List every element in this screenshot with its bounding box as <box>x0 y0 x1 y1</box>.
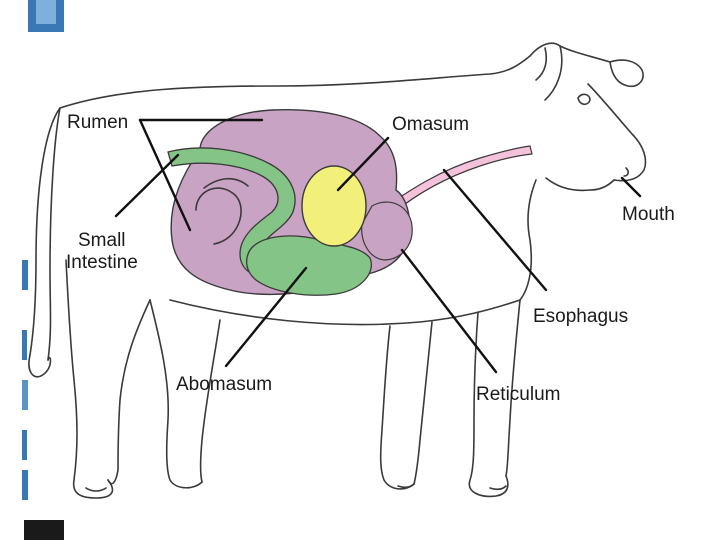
omasum-label: Omasum <box>392 114 469 135</box>
small-intestine-label-line1: Small <box>78 230 126 251</box>
rumen-leader-to-side <box>140 120 190 230</box>
mouth-leader <box>622 178 640 196</box>
abomasum-label: Abomasum <box>176 374 272 395</box>
slide-left-accent <box>22 0 64 540</box>
reticulum-shape <box>362 202 412 260</box>
rumen-label: Rumen <box>67 112 128 133</box>
reticulum-label: Reticulum <box>476 384 560 405</box>
small-intestine-label-line2: Intestine <box>66 252 138 273</box>
esophagus-leader <box>444 170 546 290</box>
omasum-shape <box>302 166 366 246</box>
esophagus-label: Esophagus <box>533 306 628 327</box>
mouth-label: Mouth <box>622 204 675 225</box>
